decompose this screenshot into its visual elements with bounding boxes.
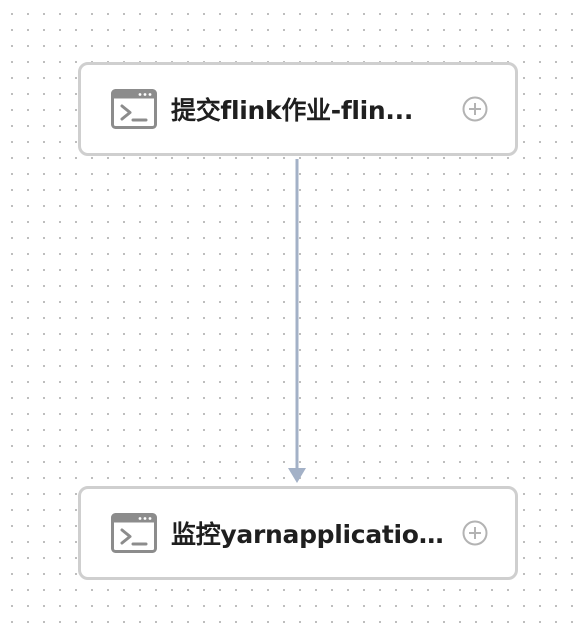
terminal-shell-icon: [111, 513, 157, 553]
node-label: 监控yarnapplicatio...: [171, 520, 445, 549]
workflow-node-monitor-yarn-application[interactable]: 监控yarnapplicatio...: [78, 486, 518, 580]
plus-circle-icon[interactable]: [461, 95, 489, 123]
node-label: 提交flink作业-flin...: [171, 96, 414, 125]
plus-circle-icon[interactable]: [461, 519, 489, 547]
edge-arrowhead: [288, 468, 306, 483]
workflow-node-submit-flink-job[interactable]: 提交flink作业-flin...: [78, 62, 518, 156]
terminal-shell-icon: [111, 89, 157, 129]
